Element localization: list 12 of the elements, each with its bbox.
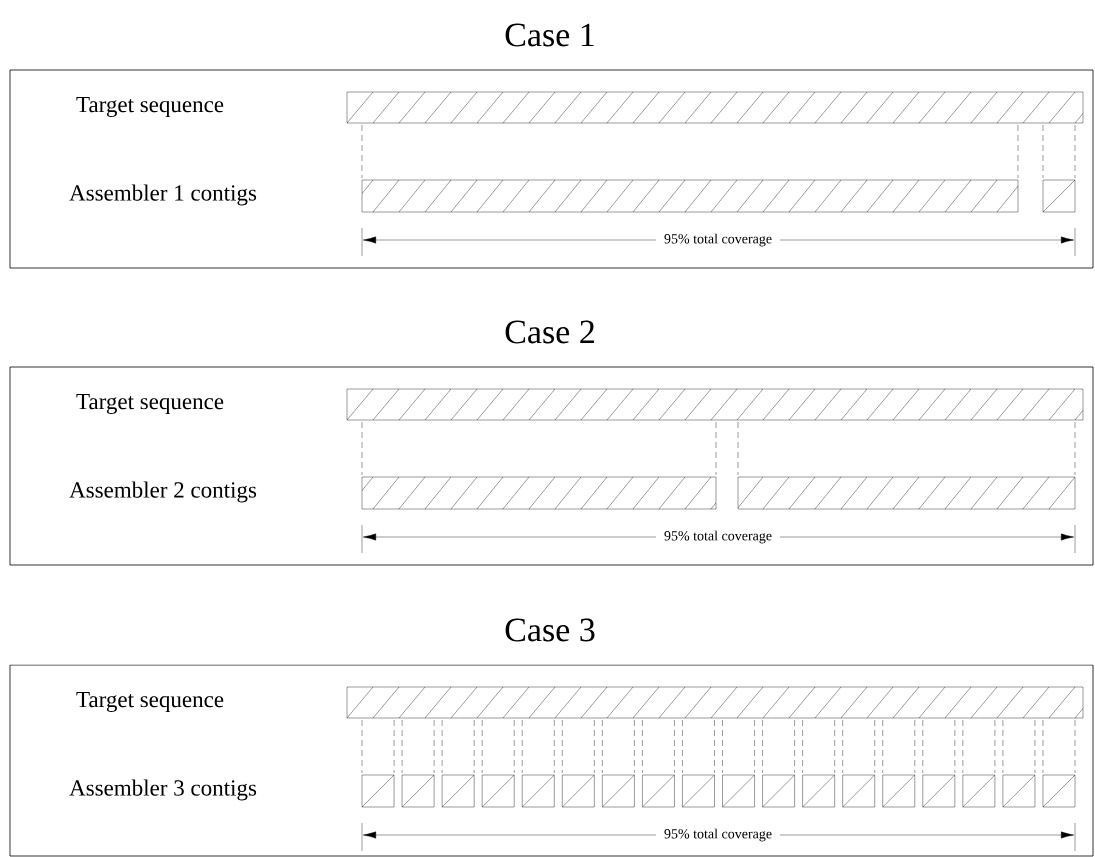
dimension-label: 95% total coverage bbox=[656, 527, 781, 547]
row-label: Target sequence bbox=[76, 97, 224, 117]
row-label: Target sequence bbox=[76, 394, 224, 415]
row-label: Target sequence bbox=[76, 692, 224, 713]
panel-title: Case 3 bbox=[505, 618, 595, 642]
panel-title: Case 1 bbox=[505, 23, 594, 47]
row-label: Assembler 2 contigs bbox=[69, 481, 257, 503]
row-label: Assembler 3 contigs bbox=[69, 779, 257, 801]
panel-title: Case 2 bbox=[505, 320, 594, 344]
dimension-label: 95% total coverage bbox=[656, 825, 781, 845]
dimension-label: 95% total coverage bbox=[656, 230, 781, 250]
row-label: Assembler 1 contigs bbox=[69, 184, 257, 206]
